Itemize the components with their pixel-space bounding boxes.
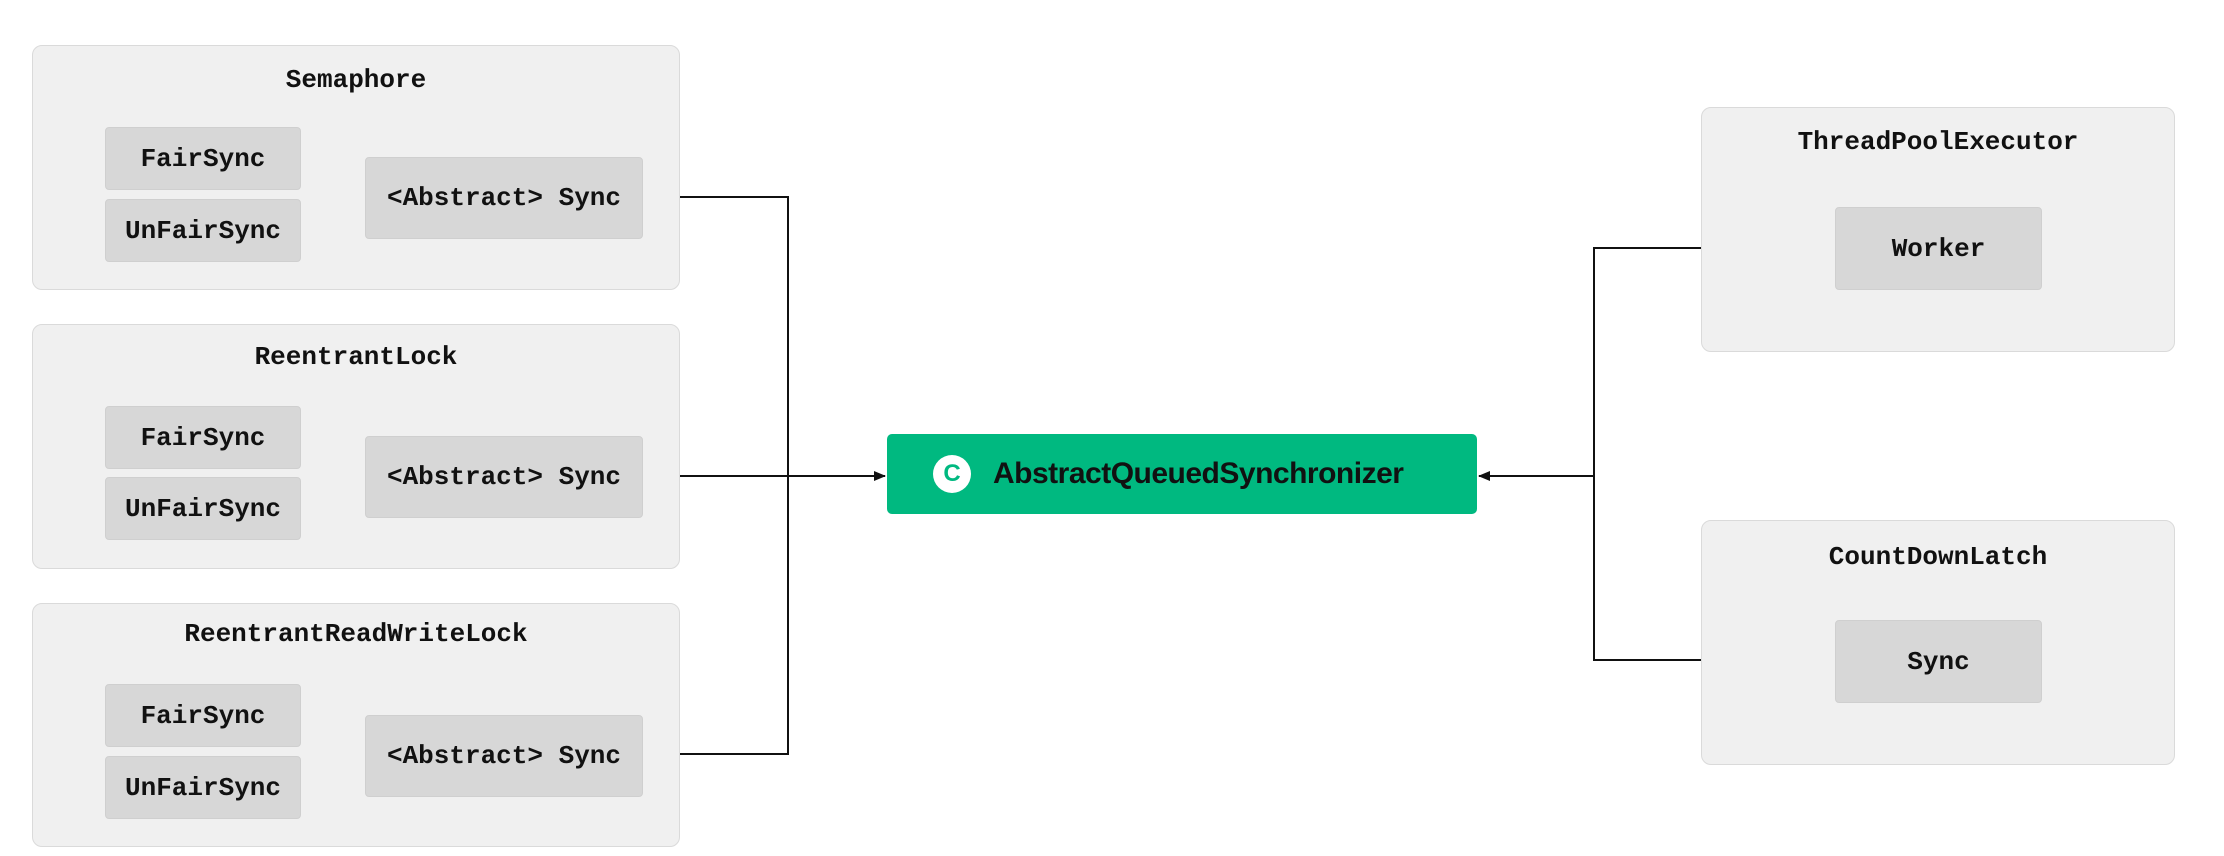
semaphore-sync-box: <Abstract> Sync	[365, 157, 643, 239]
countdownlatch-title: CountDownLatch	[1828, 542, 2048, 572]
semaphore-unfairsync-box: UnFairSync	[105, 199, 301, 262]
countdownlatch-sync-box: Sync	[1835, 620, 2042, 703]
reentrantlock-fairsync-box: FairSync	[105, 406, 301, 469]
reentrantreadwritelock-group: ReentrantReadWriteLock FairSync UnFairSy…	[32, 603, 680, 847]
reentrantlock-title: ReentrantLock	[254, 342, 458, 372]
worker-box: Worker	[1835, 207, 2042, 290]
reentrantlock-group: ReentrantLock FairSync UnFairSync <Abstr…	[32, 324, 680, 569]
rwlock-fairsync-box: FairSync	[105, 684, 301, 747]
semaphore-title: Semaphore	[285, 65, 427, 95]
rwlock-unfairsync-box: UnFairSync	[105, 756, 301, 819]
class-badge-icon: C	[933, 455, 971, 493]
threadpoolexecutor-title: ThreadPoolExecutor	[1797, 127, 2079, 157]
aqs-class-label: AbstractQueuedSynchronizer	[993, 457, 1404, 490]
countdownlatch-group: CountDownLatch Sync	[1701, 520, 2175, 765]
reentrantreadwritelock-title: ReentrantReadWriteLock	[184, 619, 528, 649]
threadpoolexecutor-group: ThreadPoolExecutor Worker	[1701, 107, 2175, 352]
semaphore-group: Semaphore FairSync UnFairSync <Abstract>…	[32, 45, 680, 290]
reentrantlock-unfairsync-box: UnFairSync	[105, 477, 301, 540]
reentrantlock-sync-box: <Abstract> Sync	[365, 436, 643, 518]
semaphore-fairsync-box: FairSync	[105, 127, 301, 190]
aqs-class-box: C AbstractQueuedSynchronizer	[887, 434, 1477, 514]
rwlock-sync-box: <Abstract> Sync	[365, 715, 643, 797]
